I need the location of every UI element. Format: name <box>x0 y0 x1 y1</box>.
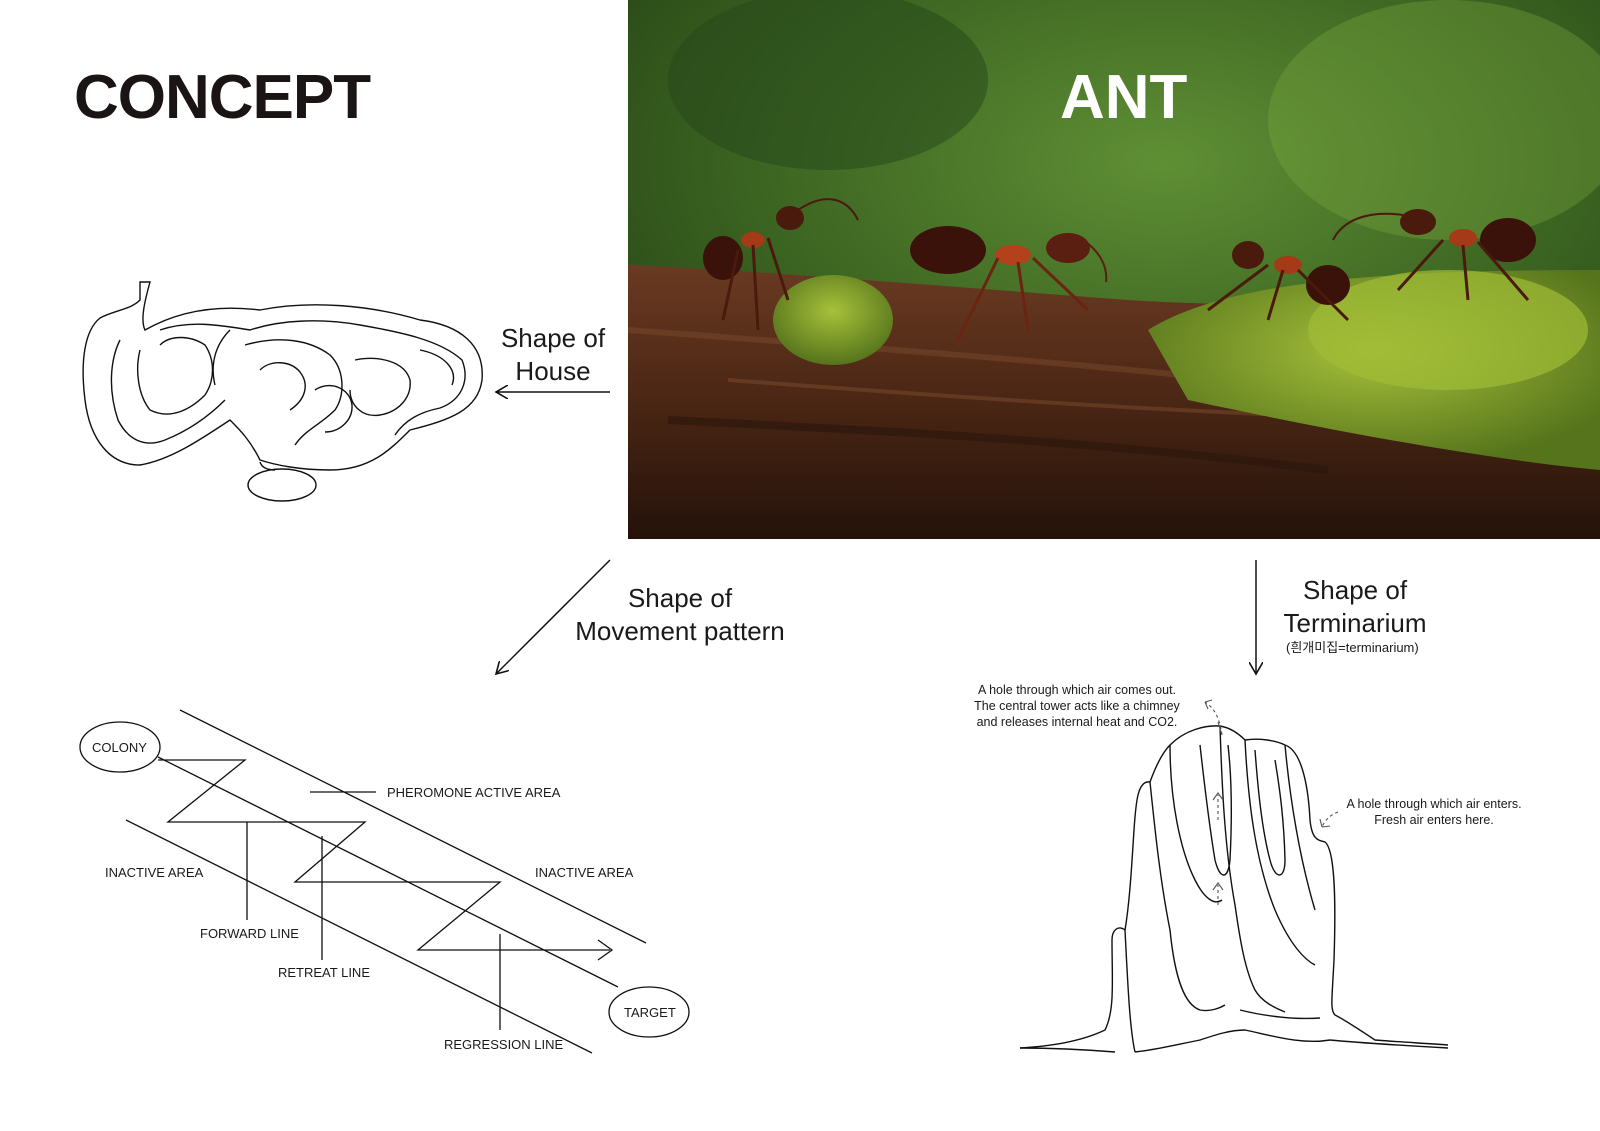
air-out-note-line3: and releases internal heat and CO2. <box>976 715 1178 729</box>
house-caption-line1: Shape of <box>500 323 606 353</box>
concept-title: CONCEPT <box>74 63 371 132</box>
pheromone-lower-boundary <box>125 819 593 1054</box>
airflow-indicators <box>1204 699 1339 905</box>
air-out-note: A hole through which air comes out. The … <box>962 682 1192 730</box>
movement-caption: Shape of Movement pattern <box>540 582 820 648</box>
air-out-note-line2: The central tower acts like a chimney <box>974 699 1180 713</box>
air-in-note-line2: Fresh air enters here. <box>1374 813 1494 827</box>
termite-caption: Shape of Terminarium <box>1250 574 1460 640</box>
ant-4 <box>1332 209 1536 301</box>
retreat-line-label: RETREAT LINE <box>278 965 370 980</box>
termite-caption-line2: Terminarium <box>1283 608 1427 638</box>
termite-caption-note: (흰개미집=terminarium) <box>1286 640 1419 655</box>
zigzag-arrowhead <box>597 939 614 961</box>
ant-nest-maze <box>82 281 483 502</box>
ant-photo <box>628 0 1600 539</box>
ant-title: ANT <box>1060 63 1188 132</box>
regression-line-label: REGRESSION LINE <box>444 1037 564 1052</box>
colony-label: COLONY <box>92 740 147 755</box>
target-label: TARGET <box>624 1005 676 1020</box>
house-caption-line2: House <box>515 356 591 386</box>
termite-caption-line1: Shape of <box>1302 575 1408 605</box>
air-in-note: A hole through which air enters. Fresh a… <box>1336 796 1532 828</box>
pheromone-label: PHEROMONE ACTIVE AREA <box>387 785 561 800</box>
inactive-area-left-label: INACTIVE AREA <box>105 865 204 880</box>
ant-2 <box>910 226 1108 341</box>
ant-3 <box>1207 241 1350 322</box>
ant-photo-illustration <box>628 0 1600 539</box>
pheromone-upper-boundary <box>179 709 647 944</box>
air-out-note-line1: A hole through which air comes out. <box>977 683 1177 697</box>
forward-line-label: FORWARD LINE <box>200 926 299 941</box>
movement-caption-line2: Movement pattern <box>575 616 785 646</box>
inactive-area-right-label: INACTIVE AREA <box>535 865 634 880</box>
termite-mound <box>1019 725 1449 1053</box>
movement-caption-line1: Shape of <box>627 583 733 613</box>
air-in-note-line1: A hole through which air enters. <box>1346 797 1522 811</box>
air-out-arrow <box>1204 701 1223 736</box>
movement-diagram <box>79 709 690 1054</box>
ant-1 <box>703 198 859 331</box>
house-caption: Shape of House <box>486 322 620 388</box>
